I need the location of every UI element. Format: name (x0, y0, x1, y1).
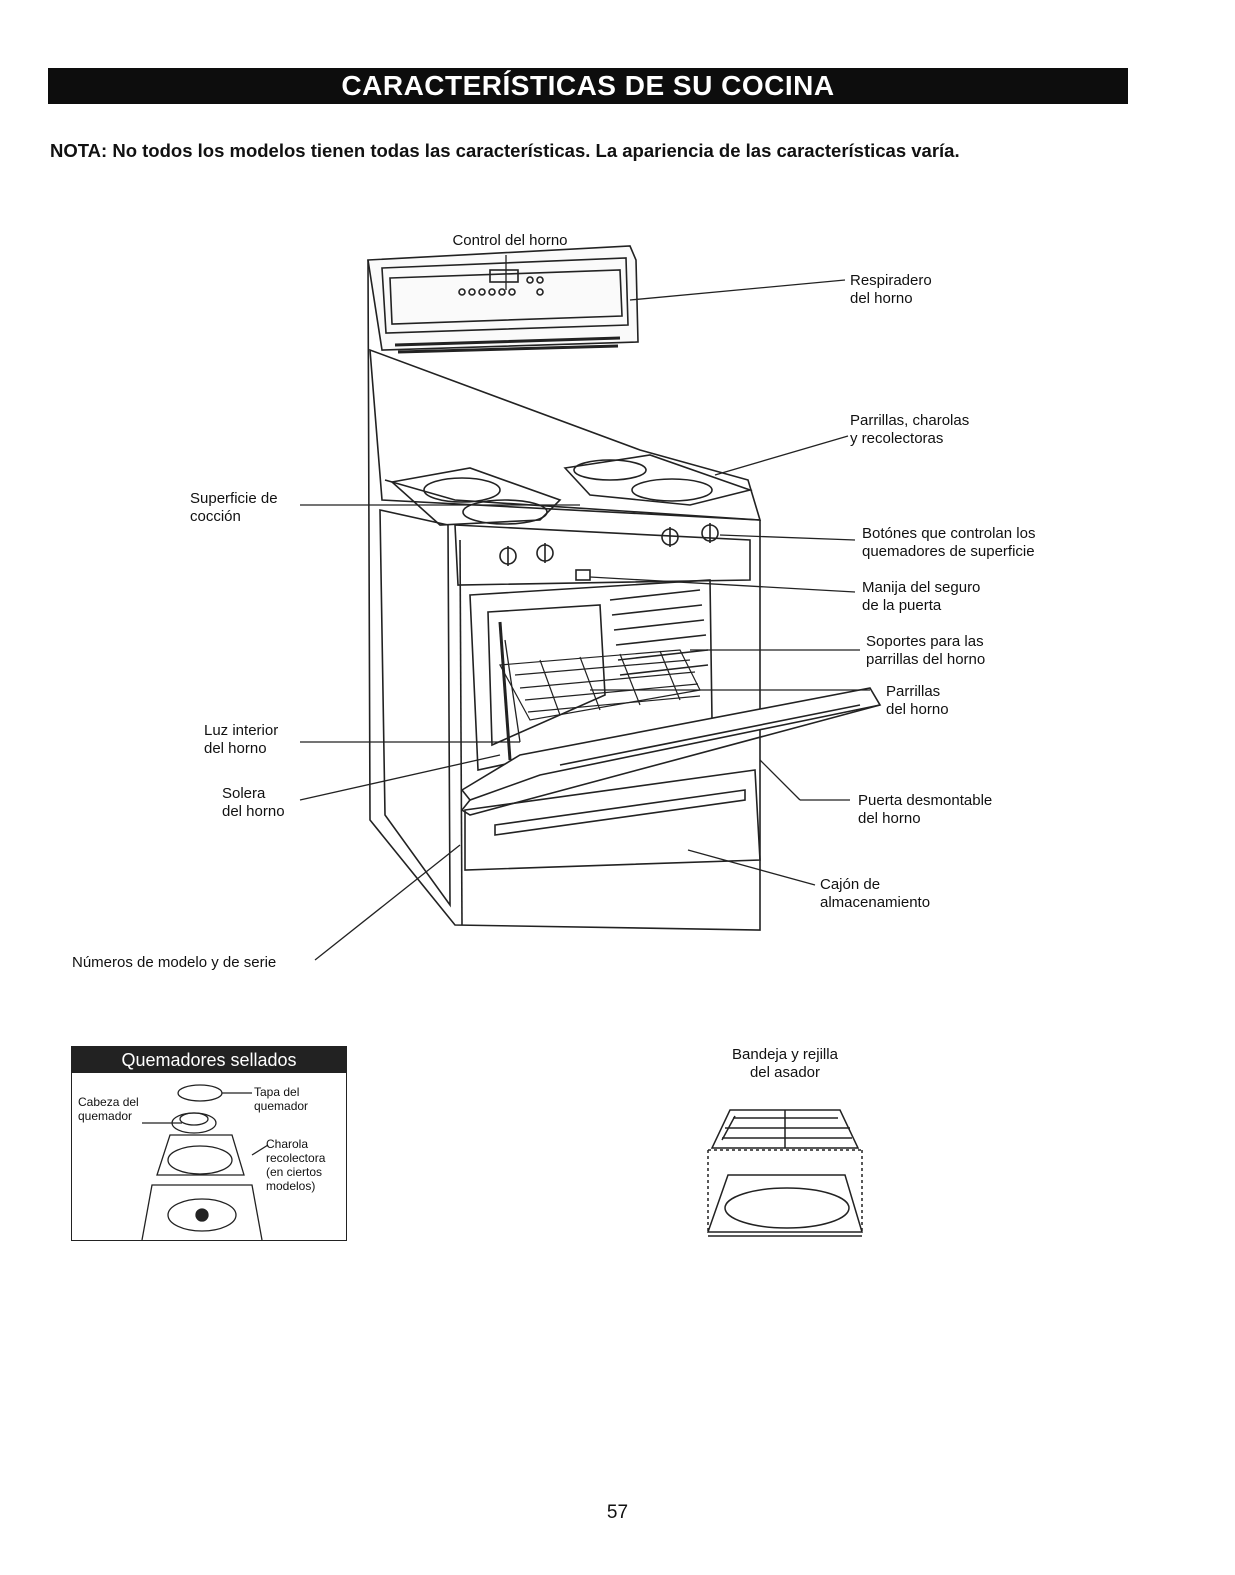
label-interior-light: Luz interior del horno (204, 722, 279, 757)
label-removable-door: Puerta desmontable del horno (858, 792, 993, 827)
label-door-lock: Manija del seguro de la puerta (862, 579, 981, 614)
oven-door (460, 687, 882, 816)
storage-drawer (464, 769, 761, 871)
label-burner-head: Cabeza del quemador (78, 1095, 139, 1123)
sealed-burner-illustration (141, 1084, 269, 1240)
label-oven-racks: Parrillas del horno (886, 683, 949, 718)
label-broiler: Bandeja y rejilla del asador (732, 1046, 838, 1081)
leader-lines (299, 255, 870, 961)
backguard (367, 245, 639, 354)
label-model-serial: Números de modelo y de serie (72, 954, 277, 971)
sealed-burners-title: Quemadores sellados (72, 1047, 346, 1073)
range-body (367, 259, 761, 931)
label-cooking-surface: Superficie de cocción (190, 490, 278, 525)
broiler-pan-illustration (706, 1109, 864, 1237)
door-lock-handle (575, 569, 591, 581)
label-oven-bottom: Solera del horno (222, 785, 285, 820)
label-storage-drawer: Cajón de almacenamiento (820, 876, 931, 911)
knobs (499, 523, 719, 566)
sealed-burners-box: Quemadores sellados Cabeza del quemador … (71, 1046, 347, 1241)
oven-racks (499, 649, 701, 721)
label-burner-cap: Tapa del quemador (254, 1085, 309, 1113)
label-oven-vent: Respiradero del horno (850, 272, 932, 307)
label-knobs: Botónes que controlan los quemadores de … (862, 525, 1036, 560)
label-oven-control: Control del horno (452, 232, 568, 249)
label-drip-pan: Charola recolectora (en ciertos modelos) (266, 1137, 326, 1193)
label-rack-supports: Soportes para las parrillas del horno (866, 633, 986, 668)
note-text: NOTA: No todos los modelos tienen todas … (50, 140, 960, 161)
page-title: CARACTERÍSTICAS DE SU COCINA (48, 68, 1128, 104)
cooktop (369, 348, 762, 526)
control-panel-display (458, 269, 544, 296)
label-grates-pans: Parrillas, charolas y recolectoras (850, 412, 970, 447)
page-number: 57 (606, 1502, 629, 1523)
